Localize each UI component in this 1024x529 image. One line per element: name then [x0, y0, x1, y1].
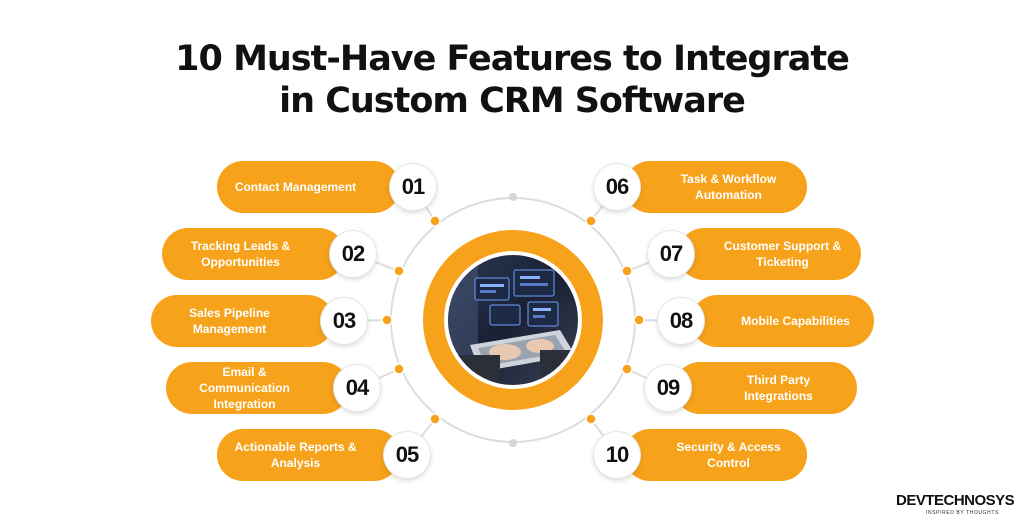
feature-number-badge: 04: [334, 365, 380, 411]
company-logo: DEVTECHNOSYS INSPIRED BY THOUGHTS: [896, 492, 1016, 520]
ring-dot-grey: [509, 439, 517, 447]
ring-dot-grey: [509, 193, 517, 201]
feature-number-badge: 06: [594, 164, 640, 210]
ring-dot-orange: [381, 314, 393, 326]
ring-dot-orange: [585, 215, 597, 227]
feature-number-badge: 08: [658, 298, 704, 344]
feature-label: Contact Management: [234, 180, 357, 194]
feature-pill-09: Third Party Integrations: [674, 362, 857, 414]
feature-pill-02: Tracking Leads & Opportunities: [162, 228, 345, 280]
ring-dot-orange: [585, 413, 597, 425]
ring-dot-orange: [429, 413, 441, 425]
feature-pill-01: Contact Management: [217, 161, 400, 213]
logo-tagline: INSPIRED BY THOUGHTS: [926, 510, 999, 516]
feature-number-badge: 07: [648, 231, 694, 277]
feature-number-badge: 03: [321, 298, 367, 344]
ring-dot-orange: [621, 265, 633, 277]
ring-dots: [381, 193, 645, 447]
logo-brand: DEVTECHNOSYS: [896, 492, 1015, 509]
feature-label: Customer Support & Ticketing: [723, 239, 842, 269]
feature-pill-07: Customer Support & Ticketing: [678, 228, 861, 280]
page-title: 10 Must-Have Features to Integrate in Cu…: [0, 38, 1024, 122]
feature-label: Mobile Capabilities: [741, 314, 850, 328]
feature-pill-10: Security & Access Control: [624, 429, 807, 481]
ring-dot-orange: [633, 314, 645, 326]
ring-dot-orange: [393, 265, 405, 277]
feature-number-badge: 09: [645, 365, 691, 411]
feature-number-badge: 02: [330, 231, 376, 277]
ring-dot-orange: [393, 363, 405, 375]
feature-label: Tracking Leads & Opportunities: [190, 239, 291, 269]
feature-label: Task & Workflow Automation: [680, 172, 777, 202]
feature-label: Sales Pipeline Management: [189, 306, 270, 336]
feature-number-badge: 10: [594, 432, 640, 478]
feature-pill-05: Actionable Reports & Analysis: [217, 429, 400, 481]
title-line-1: 10 Must-Have Features to Integrate: [175, 39, 850, 79]
ring-dot-orange: [429, 215, 441, 227]
feature-label: Actionable Reports & Analysis: [234, 440, 357, 470]
feature-label: Email & Communication Integration: [199, 365, 290, 411]
feature-pill-04: Email & Communication Integration: [166, 362, 349, 414]
title-line-2: in Custom CRM Software: [279, 81, 746, 121]
feature-number-badge: 05: [384, 432, 430, 478]
feature-number-badge: 01: [390, 164, 436, 210]
feature-pill-08: Mobile Capabilities: [691, 295, 874, 347]
feature-pill-03: Sales Pipeline Management: [151, 295, 334, 347]
feature-pill-06: Task & Workflow Automation: [624, 161, 807, 213]
ring-dot-orange: [621, 363, 633, 375]
feature-label: Third Party Integrations: [744, 373, 813, 403]
feature-label: Security & Access Control: [676, 440, 781, 470]
